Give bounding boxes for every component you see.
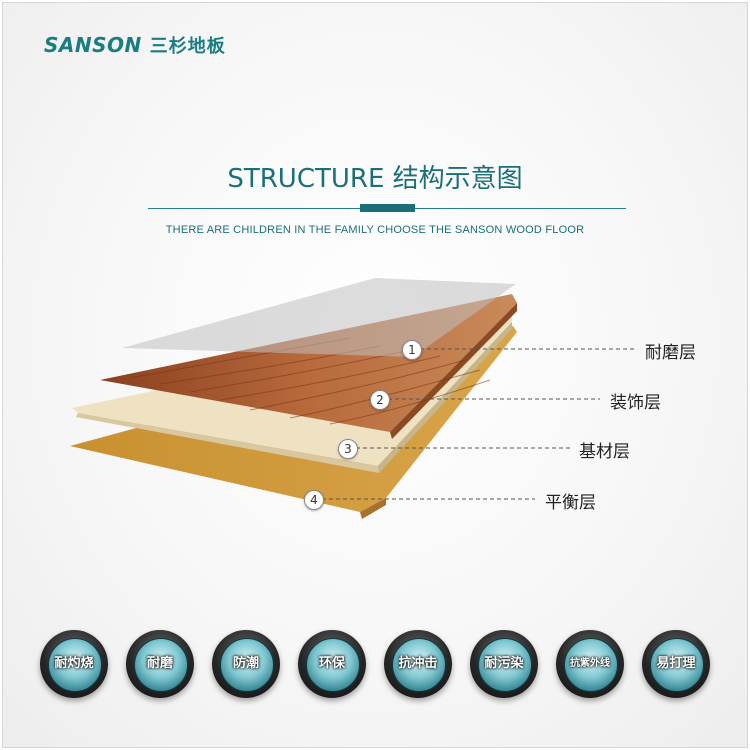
feature-badge-impact-resistant: 抗冲击 — [384, 630, 452, 698]
brand-logo: SANSON 三杉地板 — [44, 32, 226, 58]
feature-badges: 耐灼烧 耐磨 防潮 环保 抗冲击 耐污染 抗紫外线 易打理 — [40, 630, 720, 702]
feature-badge-eco-friendly: 环保 — [298, 630, 366, 698]
layer-number-2: 2 — [370, 390, 390, 410]
wear-layer — [122, 278, 516, 357]
feature-badge-fire-resistant: 耐灼烧 — [40, 630, 108, 698]
feature-label: 耐污染 — [484, 656, 524, 671]
feature-badge-stain-resistant: 耐污染 — [470, 630, 538, 698]
feature-label: 耐灼烧 — [54, 656, 94, 671]
feature-label: 抗紫外线 — [570, 658, 610, 669]
brand-name-en: SANSON — [44, 33, 142, 57]
feature-label: 易打理 — [656, 656, 696, 671]
feature-label: 环保 — [318, 656, 345, 671]
layer-label-substrate: 基材层 — [579, 442, 630, 462]
layer-number-4: 4 — [304, 490, 324, 510]
feature-badge-wear-resistant: 耐磨 — [126, 630, 194, 698]
title-divider-accent — [360, 204, 415, 212]
layer-number-1: 1 — [402, 340, 422, 360]
layer-label-balance: 平衡层 — [545, 493, 596, 513]
feature-badge-uv-resistant: 抗紫外线 — [556, 630, 624, 698]
brand-name-cn: 三杉地板 — [149, 36, 226, 57]
feature-badge-easy-care: 易打理 — [642, 630, 710, 698]
layer-label-wear: 耐磨层 — [645, 343, 696, 363]
layer-label-decorative: 装饰层 — [610, 393, 661, 413]
layer-number-3: 3 — [338, 439, 358, 459]
feature-label: 抗冲击 — [398, 656, 438, 671]
page-subtitle: THERE ARE CHILDREN IN THE FAMILY CHOOSE … — [165, 224, 585, 236]
page-title: STRUCTURE 结构示意图 — [227, 164, 523, 194]
feature-label: 耐磨 — [146, 656, 173, 671]
feature-label: 防潮 — [232, 656, 259, 671]
feature-badge-moisture-proof: 防潮 — [212, 630, 280, 698]
